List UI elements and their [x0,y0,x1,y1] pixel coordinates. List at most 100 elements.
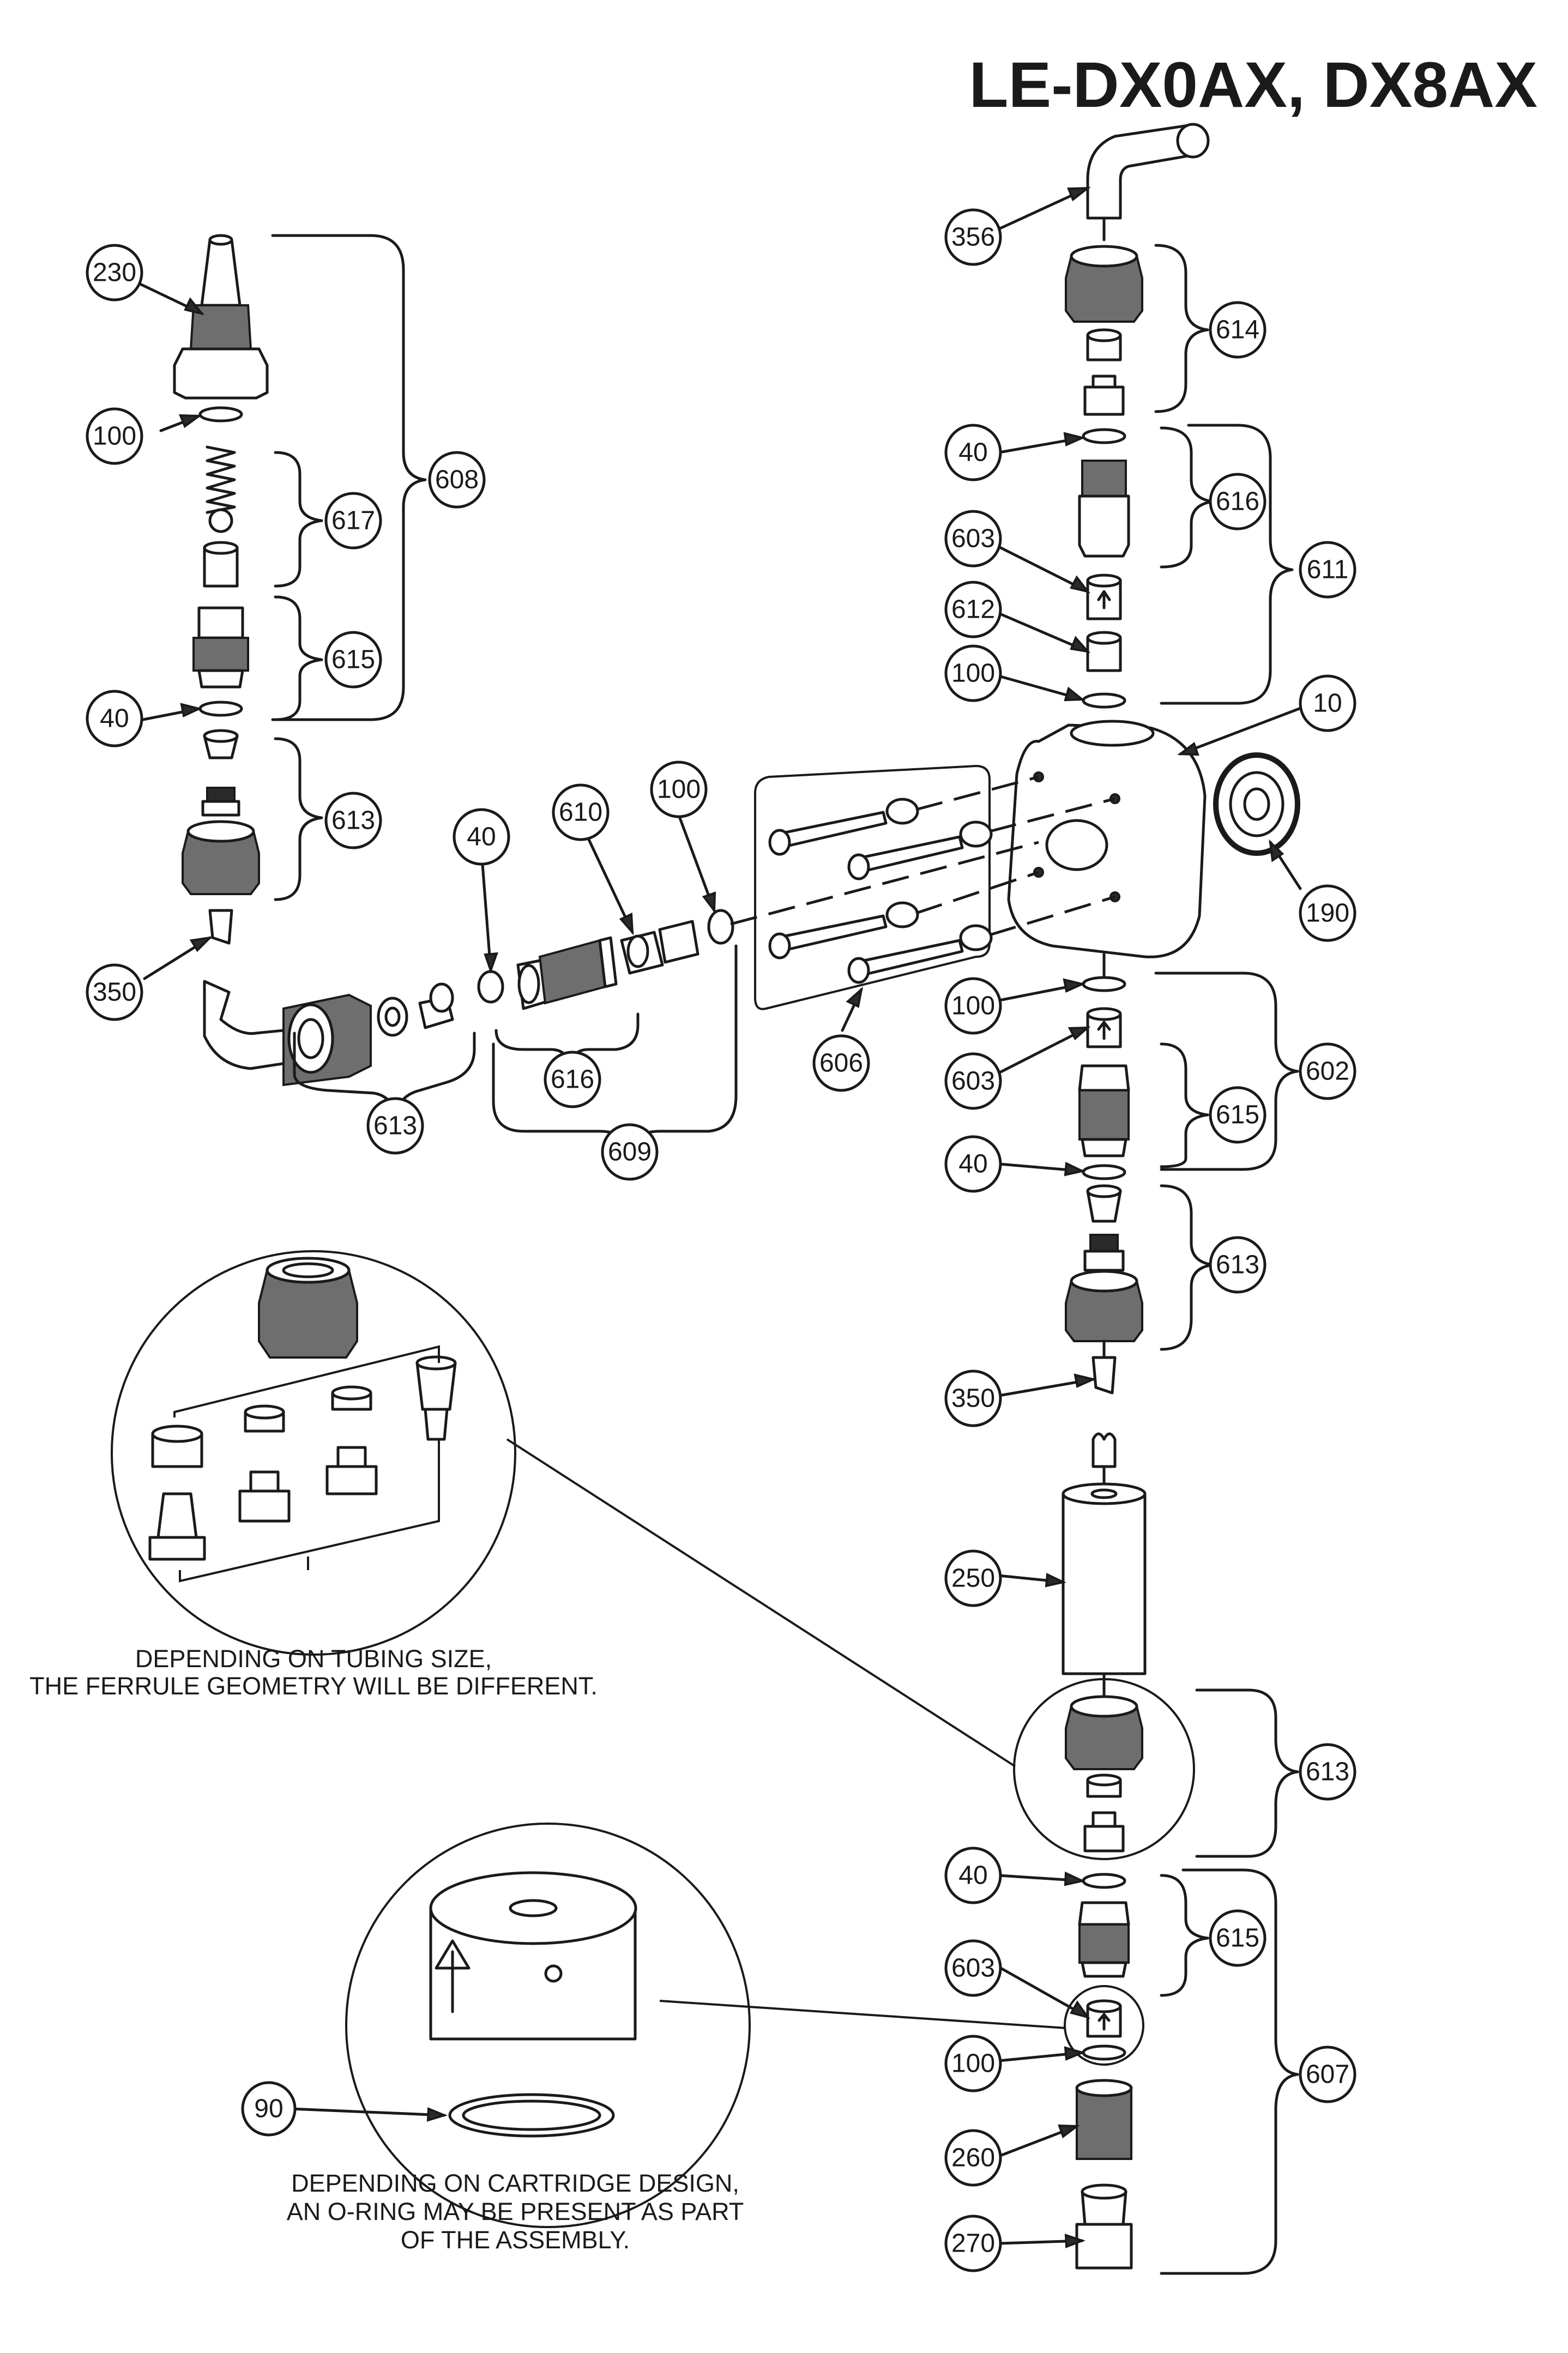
svg-text:607: 607 [1306,2060,1349,2089]
cartridge-note-line-2: AN O-RING MAY BE PRESENT AS PART [287,2198,744,2225]
svg-text:606: 606 [819,1049,863,1078]
callout-608: 608 [428,451,486,509]
callout-615: 615 [1209,1909,1267,1967]
svg-text:616: 616 [551,1065,594,1094]
callout-350: 350 [944,1369,1002,1427]
callout-100: 100 [650,761,708,818]
svg-text:90: 90 [254,2095,283,2123]
callout-40: 40 [944,1135,1002,1193]
callout-356: 356 [944,208,1002,266]
callout-614: 614 [1209,301,1267,359]
svg-text:10: 10 [1313,689,1342,718]
cartridge-note-line-1: DEPENDING ON CARTRIDGE DESIGN, [291,2169,739,2197]
callout-100: 100 [944,977,1002,1035]
callout-611: 611 [1299,541,1356,599]
svg-text:40: 40 [958,438,987,467]
callout-40: 40 [944,424,1002,481]
svg-text:100: 100 [951,659,995,688]
svg-text:613: 613 [331,806,375,835]
svg-text:350: 350 [93,978,136,1007]
callout-617: 617 [324,492,382,550]
callout-616: 616 [544,1051,601,1108]
injection-fitting-613 [182,729,260,945]
callout-603: 603 [944,1939,1002,1997]
svg-text:250: 250 [951,1564,995,1593]
callout-602: 602 [1299,1042,1356,1100]
ferrule-note-line-2: THE FERRULE GEOMETRY WILL BE DIFFERENT. [29,1672,598,1700]
svg-text:616: 616 [1216,487,1259,516]
svg-text:100: 100 [951,2049,995,2078]
callout-250: 250 [944,1549,1002,1607]
discharge-tubing-356 [1086,123,1210,242]
svg-text:350: 350 [951,1384,995,1413]
ferrule-note-line-1: DEPENDING ON TUBING SIZE, [135,1645,492,1673]
callout-615: 615 [1209,1086,1267,1144]
svg-text:230: 230 [93,258,136,287]
svg-text:613: 613 [373,1112,417,1141]
callout-40: 40 [86,690,143,747]
svg-text:615: 615 [1216,1924,1259,1953]
svg-text:40: 40 [467,823,496,852]
svg-text:613: 613 [1306,1758,1349,1787]
svg-text:100: 100 [951,992,995,1021]
svg-text:613: 613 [1216,1251,1259,1280]
callout-100: 100 [944,644,1002,702]
callout-100: 100 [944,2035,1002,2092]
svg-text:617: 617 [331,506,375,535]
callout-230: 230 [86,244,143,301]
weight-250 [1062,1482,1147,1700]
foot-valve-607 [1064,1873,1144,2270]
callout-90: 90 [241,2081,297,2137]
svg-text:100: 100 [657,775,701,804]
cartridge-detail [345,1823,1066,2228]
svg-text:611: 611 [1307,556,1349,584]
callout-100: 100 [86,407,143,465]
discharge-fitting-614 [1065,245,1143,416]
svg-text:40: 40 [958,1150,987,1179]
svg-text:614: 614 [1216,316,1259,345]
svg-text:356: 356 [951,223,995,252]
callout-40: 40 [944,1847,1002,1904]
suction-tubing-350 [1091,1340,1117,1495]
callout-603: 603 [944,510,1002,568]
svg-text:603: 603 [951,1067,995,1096]
svg-text:610: 610 [559,798,602,827]
model-title: LE-DX0AX, DX8AX [969,49,1537,121]
callout-603: 603 [944,1052,1002,1110]
callout-270: 270 [944,2215,1002,2272]
svg-text:603: 603 [951,1954,995,1983]
foot-fitting-613 [1013,1678,1195,1860]
ferrule-detail [111,1250,1016,1767]
callout-615: 615 [324,631,382,689]
suction-fitting-613 [1065,1184,1143,1342]
diaphragm-190 [1213,752,1300,856]
callout-260: 260 [944,2129,1002,2187]
svg-text:612: 612 [951,595,995,624]
horizontal-fitting-613 [282,982,454,1087]
cartridge-note-line-3: OF THE ASSEMBLY. [401,2226,630,2254]
bolt-set-606 [754,765,1115,1010]
callout-40: 40 [453,808,510,866]
callout-612: 612 [944,581,1002,638]
horizontal-tubing-350 [203,980,288,1070]
svg-text:615: 615 [331,645,375,674]
svg-text:609: 609 [608,1138,652,1167]
brackets [271,234,1299,2275]
discharge-valve-611 [1078,428,1130,709]
svg-text:603: 603 [951,524,995,553]
svg-text:260: 260 [951,2144,995,2173]
callout-613: 613 [366,1097,424,1155]
horizontal-valve-609 [477,841,1039,1010]
callout-607: 607 [1299,2046,1356,2103]
callout-610: 610 [552,783,610,841]
suction-valve-602 [1078,952,1130,1180]
callout-613: 613 [1299,1743,1356,1801]
svg-text:40: 40 [958,1861,987,1890]
svg-text:602: 602 [1306,1057,1349,1086]
svg-text:100: 100 [93,422,136,451]
callout-350: 350 [86,963,143,1021]
callout-613: 613 [324,792,382,849]
callout-190: 190 [1299,884,1356,942]
callout-609: 609 [601,1123,659,1181]
svg-text:40: 40 [100,704,129,733]
